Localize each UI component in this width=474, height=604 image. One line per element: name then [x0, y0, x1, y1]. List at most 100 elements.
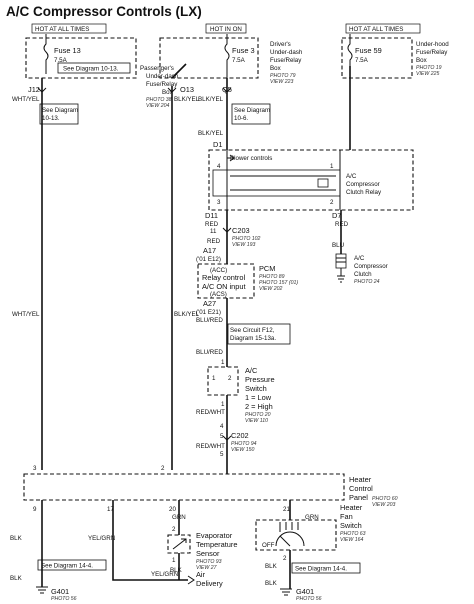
svg-text:1 = Low: 1 = Low	[245, 393, 272, 402]
panel-pin-2: 2	[161, 465, 165, 472]
passenger-box-photo: PHOTO 38	[146, 97, 172, 103]
ground-g401-left: G401 PHOTO 56	[36, 586, 77, 602]
underhood-fuse-box: HOT AT ALL TIMES Fuse 59 7.5A Under-hood…	[341, 23, 449, 79]
connector-a17-year: ('01 E12)	[196, 256, 221, 263]
svg-text:Pressure: Pressure	[245, 375, 275, 384]
fan-pin-2: 2	[283, 555, 287, 562]
panel-pin-5: 5	[220, 451, 224, 458]
evap-pin-2: 2	[172, 526, 176, 533]
driver-box-view: VIEW 223	[270, 79, 293, 85]
svg-text:PHOTO 24: PHOTO 24	[354, 279, 380, 285]
evaporator-sensor: Evaporator Temperature Sensor PHOTO 93 V…	[167, 531, 238, 571]
see-diagram-fuse13: See Diagram 10-13.	[63, 66, 119, 73]
svg-text:VIEW 27: VIEW 27	[196, 565, 218, 571]
wire-yel-grn-b: YEL/GRN	[151, 571, 178, 578]
svg-text:2 = High: 2 = High	[245, 402, 273, 411]
wire-blk-e: BLK	[265, 580, 278, 587]
wire-blk-yel-a: BLK/YEL	[174, 96, 200, 103]
svg-text:Diagram 15-13a.: Diagram 15-13a.	[230, 335, 276, 342]
wire-red-a: RED	[205, 221, 219, 228]
svg-text:Switch: Switch	[245, 384, 267, 393]
see-circuit-box: See Circuit F12, Diagram 15-13a.	[227, 323, 291, 345]
svg-text:(ACS): (ACS)	[210, 291, 227, 298]
c202-view: VIEW 150	[231, 447, 254, 453]
svg-text:Panel: Panel	[349, 493, 368, 502]
diagram-title: A/C Compressor Controls (LX)	[6, 4, 202, 19]
pcm-module: (ACC) Relay control A/C ON input (ACS) P…	[197, 263, 298, 299]
evap-pin-1: 1	[172, 557, 176, 564]
svg-text:VIEW 202: VIEW 202	[259, 286, 282, 292]
see-diagram-left: See Diagram 10-13.	[39, 103, 79, 125]
c203-pin-11: 11	[210, 228, 217, 235]
hot-label-2: HOT IN ON	[210, 26, 242, 33]
fuse-13-rating: 7.5A	[54, 57, 68, 64]
svg-text:1: 1	[212, 375, 216, 382]
relay-pin-1: 1	[330, 163, 334, 170]
wire-wht-yel-top: WHT/YEL	[12, 96, 40, 103]
svg-text:Relay control: Relay control	[202, 273, 245, 282]
svg-text:VIEW 203: VIEW 203	[372, 502, 395, 508]
passenger-box-view: VIEW 204	[146, 103, 169, 109]
panel-pin-21: 21	[283, 506, 290, 513]
fuse-13-name: Fuse 13	[54, 46, 81, 55]
heater-fan-switch: OFF Heater Fan Switch PHOTO 63 VIEW 164	[255, 503, 366, 551]
see-diagram-ground-left: See Diagram 14-4.	[37, 559, 107, 571]
compressor-clutch: A/C Compressor Clutch PHOTO 24	[335, 253, 388, 285]
wire-blu-red-a: BLU/RED	[196, 317, 223, 324]
fuse-59-rating: 7.5A	[355, 57, 369, 64]
svg-text:(ACC): (ACC)	[210, 267, 227, 274]
wire-grn-b: GRN	[305, 514, 319, 521]
air-delivery-1: Air	[196, 570, 206, 579]
svg-text:See Diagram: See Diagram	[42, 107, 78, 114]
svg-text:A/C: A/C	[354, 255, 365, 262]
c202-photo: PHOTO 94	[231, 441, 257, 447]
see-diagram-mid: See Diagram 10-6.	[231, 103, 271, 125]
driver-box-line-4: Box	[270, 65, 282, 72]
svg-text:Heater: Heater	[349, 475, 372, 484]
connector-d11: D11	[205, 211, 218, 220]
c203-photo: PHOTO 102	[232, 236, 261, 242]
underhood-box-view: VIEW 225	[416, 71, 439, 77]
wire-wht-yel-mid: WHT/YEL	[12, 311, 40, 318]
svg-text:G401: G401	[296, 587, 314, 596]
svg-text:PHOTO 20: PHOTO 20	[245, 412, 271, 418]
passenger-box-line-1: Passenger's	[140, 65, 174, 72]
svg-text:PCM: PCM	[259, 264, 275, 273]
wire-blk-b: BLK	[170, 567, 183, 574]
svg-text:Heater: Heater	[340, 503, 363, 512]
svg-text:2: 2	[228, 375, 232, 382]
driver-box-photo: PHOTO 79	[270, 73, 296, 79]
svg-text:Switch: Switch	[340, 521, 362, 530]
fuse-3-rating: 7.5A	[232, 57, 246, 64]
panel-pin-17: 17	[107, 506, 114, 513]
wire-red-c203: RED	[207, 238, 221, 245]
svg-text:Fan: Fan	[340, 512, 353, 521]
underhood-box-line-2: Fuse/Relay	[416, 49, 448, 56]
wire-blk-yel-b: BLK/YEL	[198, 96, 224, 103]
svg-text:PHOTO 93: PHOTO 93	[196, 559, 222, 565]
underhood-box-line-3: Box	[416, 57, 428, 64]
underhood-box-line-1: Under-hood	[416, 41, 449, 48]
connector-a17: A17	[203, 246, 216, 255]
panel-pin-20: 20	[169, 506, 176, 513]
c202-pin-4: 4	[220, 423, 224, 430]
relay-pin-4: 4	[217, 163, 221, 170]
ground-g401-right: G401 PHOTO 56	[280, 587, 322, 602]
driver-box-line-3: Fuse/Relay	[270, 57, 302, 64]
svg-text:G401: G401	[51, 587, 69, 596]
svg-text:Evaporator: Evaporator	[196, 531, 233, 540]
svg-text:VIEW 110: VIEW 110	[245, 418, 268, 424]
svg-text:Sensor: Sensor	[196, 549, 220, 558]
connector-c203: C203	[232, 226, 250, 235]
svg-text:10-13.: 10-13.	[42, 115, 60, 122]
wire-red-wht-a: RED/WHT	[196, 409, 225, 416]
svg-text:PHOTO 89: PHOTO 89	[259, 274, 285, 280]
svg-text:Clutch: Clutch	[354, 271, 372, 278]
wire-blk-yel-mid: BLK/YEL	[174, 311, 200, 318]
wire-yel-grn-a: YEL/GRN	[88, 535, 115, 542]
driver-box-line-2: Under-dash	[270, 49, 303, 56]
svg-text:PHOTO 157 (01): PHOTO 157 (01)	[259, 280, 298, 286]
svg-text:PHOTO 56: PHOTO 56	[51, 596, 77, 602]
passenger-box-line-3: Fuse/Relay	[146, 81, 178, 88]
